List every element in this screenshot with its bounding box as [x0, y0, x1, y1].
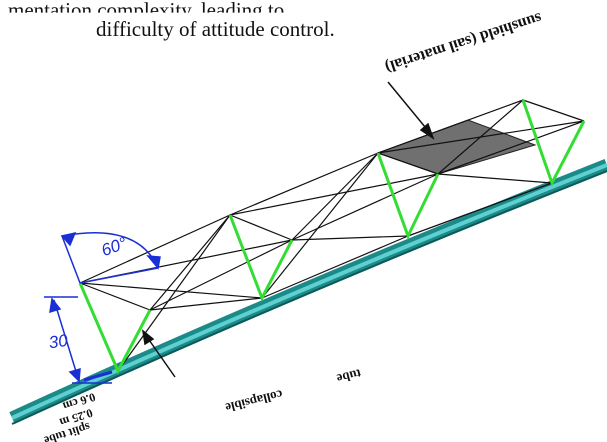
tube-label: tube [335, 366, 363, 387]
callout-arrows [141, 81, 435, 378]
collapsible-label: collapsible [224, 387, 285, 416]
dimension-marks [44, 231, 161, 384]
intro-text: difficulty of attitude control. [96, 17, 335, 41]
height-label: 30 [48, 331, 70, 353]
tube-curve-edge [11, 170, 607, 425]
v-struts [78, 99, 586, 375]
intro-text-fragment: mentation complexity, leading to [8, 0, 285, 22]
sunshield-label: sunshield (sail material) [383, 9, 544, 76]
